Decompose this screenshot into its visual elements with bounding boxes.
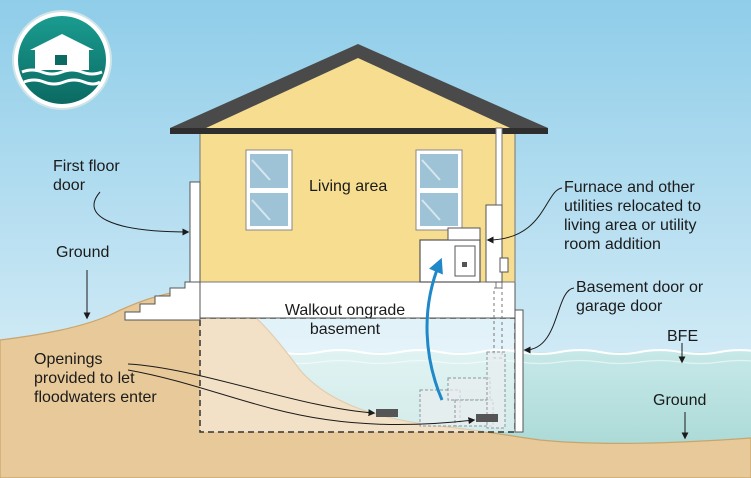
leader-opening-1: [127, 363, 376, 417]
label-bfe: BFE: [667, 328, 699, 345]
label-walkout-basement: Walkout ongrade basement: [284, 302, 406, 338]
first-floor-door: [189, 181, 201, 283]
leader-basement-door: [523, 287, 575, 354]
vent-pipe-dashed: [493, 287, 503, 359]
roof-fascia: [170, 128, 548, 134]
relocation-arrow: [425, 257, 444, 401]
leader-furnace: [486, 187, 563, 244]
flooded-house-icon: [12, 10, 112, 110]
ground-terrain: [0, 289, 751, 478]
gable: [206, 58, 510, 128]
label-ground-right: Ground: [653, 392, 707, 409]
utility-box: [499, 257, 509, 273]
foundation-wall: [199, 281, 516, 319]
utility-room-addition: [485, 204, 503, 283]
window-right: [415, 149, 463, 231]
label-first-floor-door: First floor door: [53, 158, 120, 194]
label-basement-door: Basement door or garage door: [576, 279, 704, 315]
window-left: [245, 149, 293, 231]
leader-opening-2: [127, 369, 476, 426]
label-furnace: Furnace and other utilities relocated to…: [564, 179, 701, 253]
label-openings: Openings provided to let floodwaters ent…: [34, 351, 157, 406]
leader-first-floor-door: [93, 191, 190, 236]
flood-opening-1: [376, 409, 398, 417]
basement-door: [514, 309, 524, 433]
label-ground-left: Ground: [56, 244, 110, 261]
old-utility-location: [419, 351, 506, 429]
label-living-area: Living area: [309, 178, 388, 195]
flood-opening-2: [476, 414, 498, 422]
